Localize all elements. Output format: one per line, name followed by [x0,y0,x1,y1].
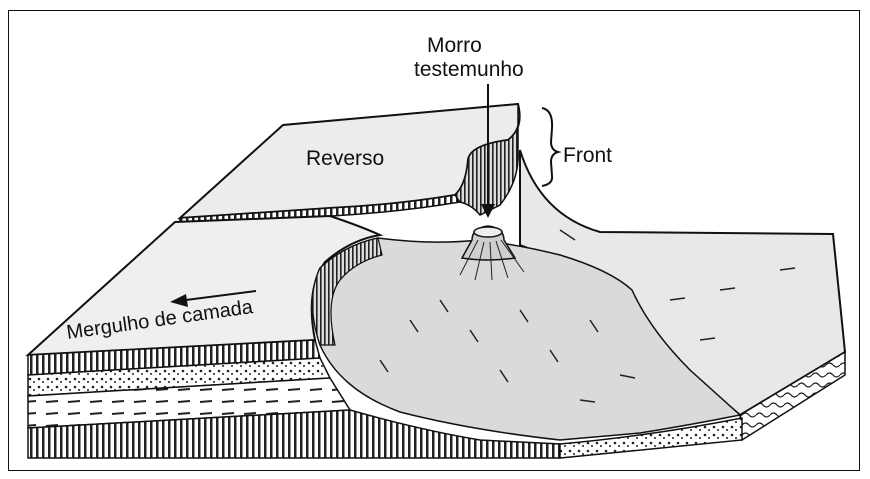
valley-marks [379,229,796,403]
butte-pointer-arrow [481,84,495,218]
front-brace [541,107,562,187]
butte-slope-lines [459,239,525,281]
inner-escarpment [311,237,383,346]
layer-4-striped [27,409,561,459]
dip-arrow [170,290,257,307]
right-bottom-face [559,417,743,459]
label-front: Front [563,144,613,167]
label-reverso: Reverso [306,147,385,170]
erosion-valley [311,237,742,441]
label-morro: Morro [427,34,482,57]
butte-top [473,226,503,238]
label-testemunho: testemunho [414,58,524,81]
